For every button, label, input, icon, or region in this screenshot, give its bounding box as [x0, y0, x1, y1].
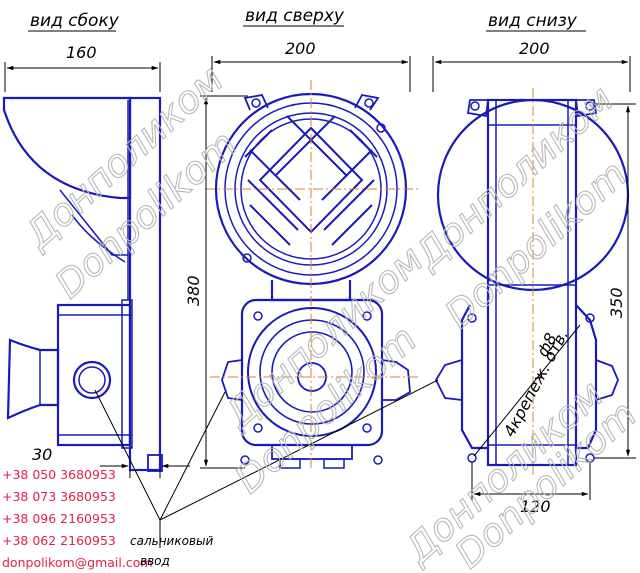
side-view — [2, 62, 190, 478]
dim-top-width: 200 — [285, 39, 316, 58]
bottom-view-title: вид снизу — [488, 11, 578, 31]
gland-label-line2: ввод — [140, 554, 170, 568]
dim-bottom-height: 350 — [607, 287, 626, 318]
contact-phone-4: +38 062 2160953 — [2, 533, 116, 548]
gland-label-line1: сальниковый — [130, 534, 214, 548]
bottom-view — [432, 56, 636, 500]
dim-bottom-spacing: 120 — [520, 497, 551, 516]
top-view-title: вид сверху — [245, 6, 345, 26]
contact-phone-1: +38 050 3680953 — [2, 467, 116, 482]
gland-leaders — [94, 379, 439, 548]
contact-email: donpolikom@gmail.com — [2, 555, 153, 570]
dim-top-height: 380 — [184, 275, 203, 306]
top-view — [200, 56, 418, 470]
contact-phone-2: +38 073 3680953 — [2, 489, 116, 504]
side-view-title: вид сбоку — [30, 11, 120, 31]
contact-phone-3: +38 096 2160953 — [2, 511, 116, 526]
dim-side-width: 160 — [66, 43, 97, 62]
dim-side-depth: 30 — [32, 445, 52, 464]
dim-bottom-width: 200 — [519, 39, 550, 58]
